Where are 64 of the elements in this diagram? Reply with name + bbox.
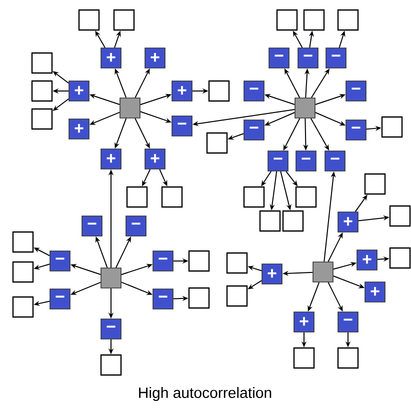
empty-box: [337, 347, 359, 369]
sign-box: −: [324, 150, 346, 172]
sign-box: +: [68, 118, 90, 140]
empty-box: [12, 296, 34, 318]
empty-box: [161, 186, 183, 208]
empty-box: [389, 205, 411, 227]
sign-box: +: [294, 312, 314, 332]
empty-box: [295, 186, 317, 208]
sign-box: −: [50, 250, 70, 272]
empty-box: [31, 108, 53, 130]
sign-box: −: [152, 288, 174, 310]
empty-box: [31, 52, 53, 74]
empty-box: [364, 173, 386, 195]
empty-box: [12, 231, 34, 253]
sign-box: +: [356, 250, 378, 270]
empty-box: [243, 186, 265, 208]
hub-box: [312, 262, 334, 282]
empty-box: [389, 247, 411, 269]
empty-box: [293, 347, 315, 369]
sign-box: +: [262, 264, 282, 284]
sign-box: +: [100, 48, 122, 68]
empty-box: [12, 261, 34, 283]
sign-box: −: [244, 120, 264, 140]
hub-box: [294, 98, 316, 118]
empty-box: [381, 116, 403, 138]
empty-box: [126, 186, 148, 208]
sign-box: −: [50, 288, 70, 310]
sign-box: +: [144, 48, 166, 68]
sign-box: −: [126, 216, 146, 236]
empty-box: [188, 250, 210, 272]
sign-box: −: [172, 116, 192, 136]
empty-box: [226, 252, 248, 274]
sign-box: +: [338, 212, 358, 232]
sign-box: −: [268, 48, 290, 68]
hub-box: [100, 268, 122, 288]
sign-box: +: [100, 148, 122, 170]
sign-box: −: [268, 150, 288, 172]
empty-box: [100, 354, 122, 376]
caption: High autocorrelation: [139, 387, 272, 401]
sign-box: +: [144, 148, 166, 170]
sign-box: −: [338, 312, 358, 332]
empty-box: [337, 9, 359, 31]
empty-box: [226, 285, 248, 307]
empty-box: [188, 287, 210, 309]
sign-box: −: [298, 48, 318, 68]
sign-box: −: [100, 318, 122, 340]
empty-box: [276, 9, 298, 31]
sign-box: +: [364, 282, 386, 302]
sign-box: −: [152, 250, 174, 272]
sign-box: +: [172, 80, 192, 102]
sign-box: −: [82, 216, 102, 236]
sign-box: +: [68, 80, 90, 102]
sign-box: −: [346, 120, 366, 140]
empty-box: [113, 9, 135, 31]
empty-box: [206, 132, 228, 154]
sign-box: −: [296, 150, 316, 172]
empty-box: [208, 80, 230, 102]
empty-box: [78, 9, 100, 31]
empty-box: [303, 9, 325, 31]
empty-box: [31, 80, 53, 102]
sign-box: −: [326, 48, 346, 68]
sign-box: −: [244, 80, 264, 102]
hub-box: [120, 98, 140, 118]
sign-box: −: [346, 80, 366, 102]
